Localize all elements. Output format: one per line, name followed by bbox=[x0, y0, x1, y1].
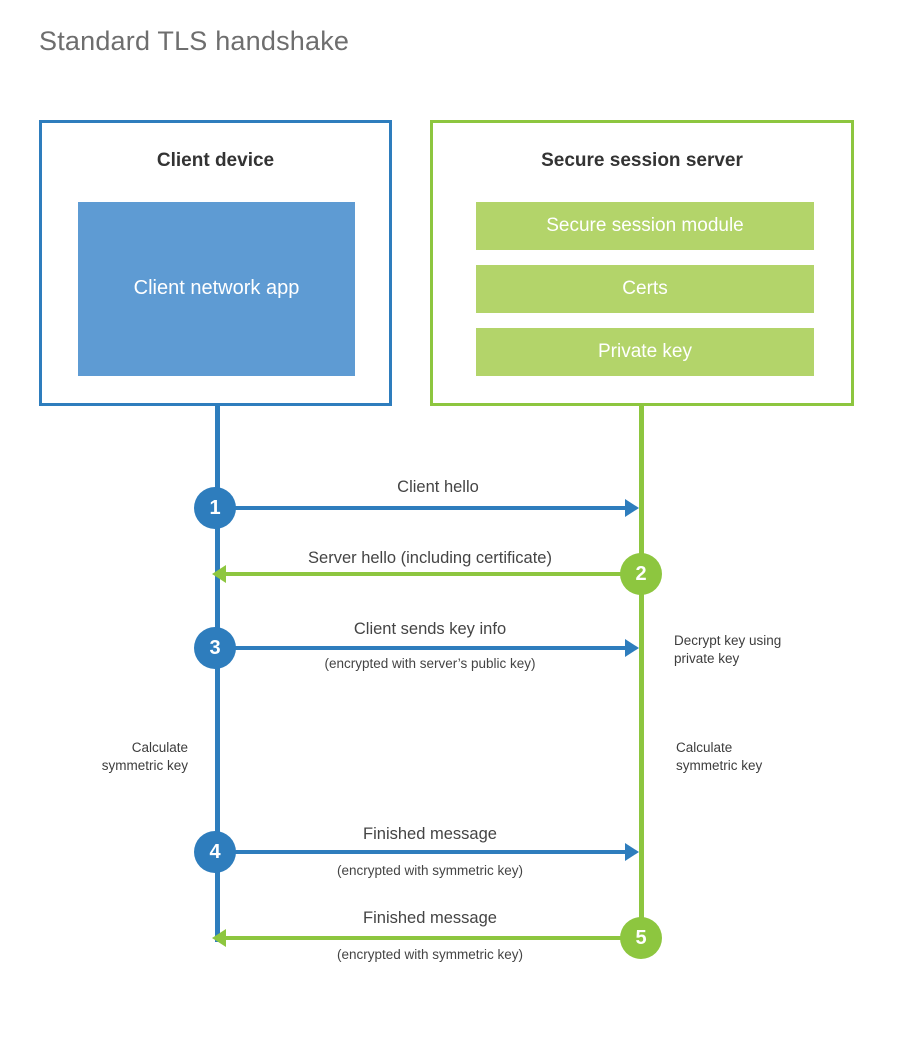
message-1-label: Client hello bbox=[397, 478, 479, 496]
note-server-calculate-symmetric-key: Calculate symmetric key bbox=[676, 740, 763, 773]
step-2-badge: 2 bbox=[620, 553, 662, 595]
message-3-arrowhead-icon bbox=[625, 639, 639, 657]
message-2-label: Server hello (including certificate) bbox=[308, 549, 552, 567]
message-4-sublabel: (encrypted with symmetric key) bbox=[336, 863, 524, 878]
message-2-arrowhead-icon bbox=[212, 565, 226, 583]
step-4-badge: 4 bbox=[194, 831, 236, 873]
message-1-arrow-line bbox=[217, 506, 627, 510]
message-3-sublabel: (encrypted with server’s public key) bbox=[324, 656, 536, 671]
note-decrypt-key: Decrypt key using private key bbox=[674, 633, 782, 666]
message-4-arrow-line bbox=[217, 850, 627, 854]
step-3-badge: 3 bbox=[194, 627, 236, 669]
client-device-title: Client device bbox=[156, 150, 275, 171]
server-lifeline bbox=[639, 405, 644, 942]
message-5-arrow-line bbox=[224, 936, 634, 940]
message-4-label: Finished message bbox=[363, 825, 497, 843]
certs-block: Certs bbox=[476, 265, 814, 313]
step-1-badge: 1 bbox=[194, 487, 236, 529]
page-title: Standard TLS handshake bbox=[39, 26, 350, 56]
client-lifeline bbox=[215, 405, 220, 942]
client-device-box: Client device Client network app bbox=[39, 120, 392, 406]
note-client-calculate-symmetric-key: Calculate symmetric key bbox=[101, 740, 188, 773]
message-5-arrowhead-icon bbox=[212, 929, 226, 947]
message-5-label: Finished message bbox=[363, 909, 497, 927]
message-2-arrow-line bbox=[224, 572, 634, 576]
message-1-arrowhead-icon bbox=[625, 499, 639, 517]
message-3-label: Client sends key info bbox=[353, 620, 507, 638]
step-5-badge: 5 bbox=[620, 917, 662, 959]
private-key-block: Private key bbox=[476, 328, 814, 376]
secure-session-server-box: Secure session server Secure session mod… bbox=[430, 120, 854, 406]
secure-session-module-block: Secure session module bbox=[476, 202, 814, 250]
client-network-app-block: Client network app bbox=[78, 202, 355, 376]
message-3-arrow-line bbox=[217, 646, 627, 650]
message-4-arrowhead-icon bbox=[625, 843, 639, 861]
secure-session-server-title: Secure session server bbox=[541, 150, 743, 171]
message-5-sublabel: (encrypted with symmetric key) bbox=[336, 947, 524, 962]
